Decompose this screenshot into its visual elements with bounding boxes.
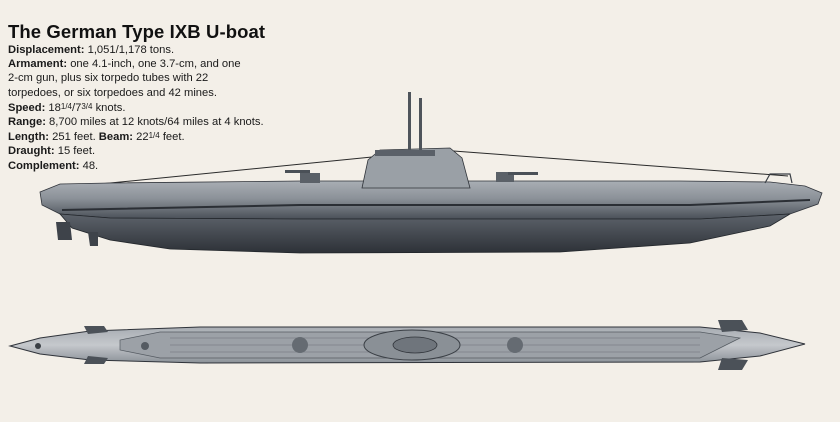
spec-armament: Armament: one 4.1-inch, one 3.7-cm, and … — [8, 58, 241, 71]
fraction: 1/4 — [60, 101, 72, 111]
fraction: 1/4 — [148, 131, 160, 141]
spec-value: one 4.1-inch, one 3.7-cm, and one — [70, 58, 241, 71]
spec-armament-cont-1: 2-cm gun, plus six torpedo tubes with 22 — [8, 72, 209, 85]
spec-unit: feet. — [162, 131, 185, 144]
spec-label: Length — [8, 131, 46, 144]
spec-value: 1,051/1,178 tons. — [87, 44, 175, 56]
spec-unit: knots. — [95, 101, 126, 114]
fitting — [35, 343, 41, 349]
periscope — [419, 98, 422, 150]
spec-value: 22 — [136, 131, 149, 144]
spec-label: Speed — [8, 101, 42, 114]
spec-label: Range — [8, 116, 43, 129]
spec-speed: Speed: 181/4/73/4 knots. — [8, 101, 126, 114]
bow-plane — [718, 320, 748, 332]
fitting — [141, 342, 149, 350]
spec-value: /7 — [72, 101, 82, 114]
stern-plane — [84, 356, 108, 364]
tower-hatch — [392, 336, 438, 354]
bridge — [375, 150, 435, 156]
deck-stripe — [61, 199, 811, 211]
spec-list: Displacement: 1,051/1,178 tons. Armament… — [8, 43, 308, 173]
bow-rail — [764, 173, 793, 184]
bow-plane — [718, 358, 748, 370]
jumping-wire-aft — [439, 149, 789, 177]
propeller — [88, 232, 98, 246]
page-title: The German Type IXB U-boat — [8, 21, 266, 42]
top-view — [8, 320, 806, 370]
spec-range: Range: 8,700 miles at 12 knots/64 miles … — [8, 116, 264, 129]
gun-plan-fore — [292, 337, 308, 353]
spec-displacement: Displacement: 1,051/1,178 tons. — [8, 44, 175, 56]
spec-label: Draught — [8, 145, 51, 158]
jumping-wire-fore — [99, 156, 373, 185]
spec-value: 251 feet. — [52, 131, 96, 144]
spec-length: Length: 251 feet. Beam: 221/4 feet. — [8, 131, 185, 144]
periscope — [408, 92, 411, 150]
spec-value: 15 feet. — [57, 145, 96, 158]
spec-value: 18 — [48, 101, 61, 114]
spec-armament-cont-2: torpedoes, or six torpedoes and 42 mines… — [8, 86, 217, 99]
spec-label: Armament — [8, 58, 64, 71]
spec-complement: Complement: 48. — [8, 159, 99, 172]
gun-plan-aft — [507, 337, 523, 353]
deck-gun-aft — [496, 172, 538, 182]
spec-label: Complement — [8, 159, 76, 172]
rudder — [56, 222, 72, 240]
spec-label: Beam — [98, 131, 130, 144]
stern-plane — [84, 326, 108, 334]
side-profile — [39, 92, 823, 254]
conning-tower — [361, 147, 471, 189]
spec-value: 8,700 miles at 12 knots/64 miles at 4 kn… — [49, 116, 264, 129]
hull-lower — [59, 213, 791, 254]
spec-draught: Draught: 15 feet. — [8, 145, 96, 158]
deck-gun-fore — [285, 170, 320, 183]
fraction: 3/4 — [81, 101, 93, 111]
spec-value: 48. — [82, 159, 99, 172]
spec-label: Displacement — [8, 44, 81, 56]
